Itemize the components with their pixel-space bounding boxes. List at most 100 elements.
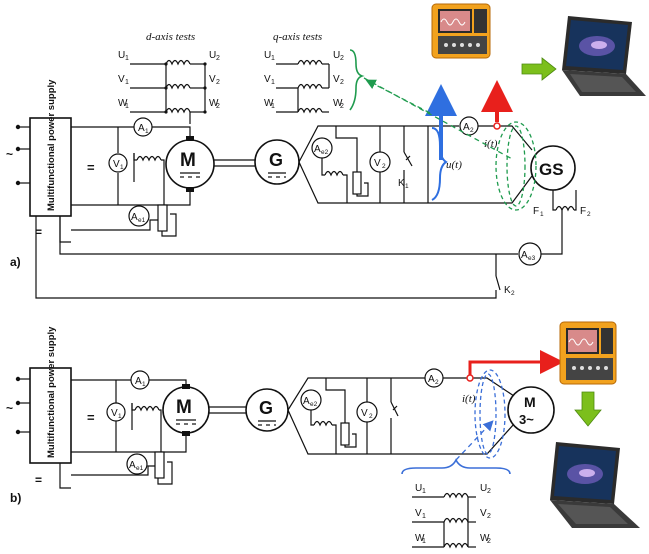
ammeter-ae1	[128, 205, 150, 227]
power-supply-box-b	[29, 367, 72, 464]
ammeter-ae2-label: A	[314, 144, 321, 155]
ammeter-ae1-b-label: A	[129, 460, 136, 471]
ammeter-ae1-sub: e1	[138, 217, 146, 224]
voltmeter-v1-b-label: V	[111, 408, 118, 419]
rheostat-2	[352, 171, 362, 195]
field-f1-label: F	[533, 206, 539, 217]
ammeter-a1-b	[130, 370, 150, 390]
dc-motor-b-label: M	[176, 397, 192, 418]
svg-text:1: 1	[125, 79, 129, 86]
dc-symbol-1: =	[87, 160, 95, 175]
panel-a: a) ~ Multifunctional power supply = = A …	[6, 3, 646, 299]
ammeter-ae1-b-sub: e1	[136, 465, 144, 472]
svg-text:2: 2	[487, 488, 491, 495]
svg-text:V: V	[264, 74, 271, 85]
data-arrow-a	[521, 57, 557, 81]
svg-text:U: U	[333, 50, 340, 61]
svg-text:U: U	[264, 50, 271, 61]
current-label: i(t)	[484, 138, 498, 150]
svg-text:W: W	[415, 533, 425, 544]
voltmeter-v2-label: V	[374, 158, 381, 169]
ammeter-ae2-sub: e2	[321, 149, 329, 156]
panel-a-label: a)	[10, 255, 21, 269]
switch-k2-sub: 2	[511, 290, 515, 297]
induction-motor-label: M	[524, 394, 536, 410]
voltmeter-v2-b-label: V	[361, 408, 368, 419]
ammeter-ae3-label: A	[521, 250, 528, 261]
ammeter-a1-sub: 1	[145, 128, 149, 135]
ac-input-terminals-b: ~	[6, 376, 30, 435]
ammeter-ae2-b-label: A	[303, 396, 310, 407]
data-arrow-b	[574, 391, 602, 427]
dc-generator-label: G	[269, 150, 283, 170]
ammeter-a1-b-label: A	[135, 376, 142, 387]
voltmeter-v2-b-sub: 2	[369, 413, 373, 420]
switch-k2-label: K	[504, 285, 511, 296]
voltage-label: u(t)	[446, 159, 462, 171]
svg-text:U: U	[118, 50, 125, 61]
rheostat-1	[157, 204, 168, 232]
laptop-a	[562, 16, 646, 96]
field-f2-label: F	[580, 206, 586, 217]
synchronous-machine-label: GS	[539, 160, 564, 179]
svg-text:V: V	[209, 74, 216, 85]
ammeter-a2-b-label: A	[428, 374, 435, 385]
svg-text:2: 2	[216, 55, 220, 62]
dc-symbol-b1: =	[87, 410, 95, 425]
power-supply-label: Multifunctional power supply	[46, 79, 57, 211]
voltmeter-v2-b	[356, 401, 378, 423]
d-axis-title: d-axis tests	[146, 31, 195, 43]
induction-motor	[507, 386, 555, 434]
current-probe-arrow-b	[468, 350, 564, 375]
power-supply-label-b: Multifunctional power supply	[46, 326, 57, 458]
ammeter-a1-label: A	[138, 123, 145, 134]
ac-input-terminals: ~	[6, 124, 30, 186]
voltmeter-v1-label: V	[113, 159, 120, 170]
svg-text:1: 1	[125, 55, 129, 62]
ammeter-a1-b-sub: 1	[142, 381, 146, 388]
svg-text:W: W	[118, 98, 128, 109]
panel-b-label: b)	[10, 491, 21, 505]
svg-text:V: V	[118, 74, 125, 85]
winding-bracket-b	[401, 458, 511, 475]
dc-symbol-b2: =	[35, 473, 42, 487]
svg-text:2: 2	[487, 538, 491, 545]
svg-text:U: U	[480, 483, 487, 494]
voltmeter-v2-sub: 2	[382, 163, 386, 170]
switch-k1-label: K	[398, 178, 405, 189]
ammeter-a2-b	[424, 368, 444, 388]
svg-text:1: 1	[422, 513, 426, 520]
svg-text:U: U	[209, 50, 216, 61]
svg-text:1: 1	[271, 79, 275, 86]
q-axis-bracket	[349, 49, 365, 111]
svg-text:W: W	[209, 98, 219, 109]
ammeter-ae1-b	[126, 453, 148, 475]
svg-text:V: V	[333, 74, 340, 85]
svg-text:2: 2	[340, 55, 344, 62]
rheostat-b1	[154, 451, 165, 479]
svg-text:U: U	[415, 483, 422, 494]
oscilloscope-b	[559, 321, 617, 385]
induction-motor-phase: 3~	[519, 412, 534, 427]
voltmeter-v1-sub: 1	[120, 164, 124, 171]
svg-text:V: V	[480, 508, 487, 519]
ammeter-a2-label: A	[463, 122, 470, 133]
svg-text:1: 1	[422, 538, 426, 545]
power-supply-box	[29, 117, 72, 217]
current-label-b: i(t)	[462, 393, 476, 405]
field-f1-sub: 1	[540, 211, 544, 218]
svg-text:2: 2	[340, 103, 344, 110]
field-f2-sub: 2	[587, 211, 591, 218]
ammeter-a2-b-sub: 2	[435, 379, 439, 386]
ammeter-ae3-sub: e3	[528, 255, 536, 262]
voltmeter-v2	[369, 151, 391, 173]
svg-text:1: 1	[422, 488, 426, 495]
voltmeter-v1	[108, 153, 128, 173]
ammeter-a1	[133, 117, 153, 137]
svg-text:2: 2	[216, 79, 220, 86]
rheostat-b2	[340, 422, 350, 446]
svg-text:1: 1	[271, 55, 275, 62]
